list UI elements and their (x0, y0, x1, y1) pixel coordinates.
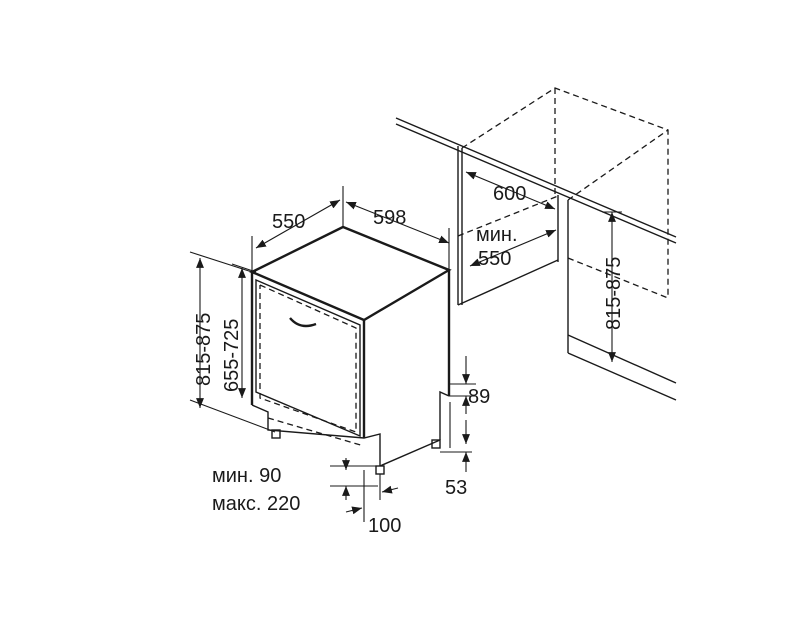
dim-niche-width: 600 (465, 171, 556, 210)
label-niche-depth-min: мин. (476, 224, 518, 246)
dim-width: 598 (345, 201, 450, 270)
label-height-total: 815-875 (193, 313, 215, 386)
kitchen-niche (395, 87, 677, 401)
door-handle (289, 317, 317, 328)
label-depth: 550 (272, 211, 305, 233)
foot-front-right (375, 465, 385, 475)
label-height-door: 655-725 (221, 319, 243, 392)
dim-plinth-89: 89 (449, 356, 490, 414)
label-niche-width: 600 (493, 183, 526, 205)
dim-plinth-range: мин. 90 макс. 220 (212, 458, 378, 515)
label-niche-height: 815-875 (603, 257, 625, 330)
dim-foot-53: 53 (440, 402, 472, 499)
dishwasher-body (249, 225, 452, 475)
foot-front-left (271, 429, 281, 439)
dim-height-door: 655-725 (221, 263, 257, 398)
dim-depth: 550 (251, 186, 344, 272)
label-plinth-max: макс. 220 (212, 493, 300, 515)
label-plinth-100: 100 (368, 515, 401, 537)
dim-niche-depth: мин. 550 (469, 224, 557, 270)
label-foot-53: 53 (445, 477, 467, 499)
label-width: 598 (373, 207, 406, 229)
dim-niche-height: 815-875 (602, 211, 625, 362)
foot-back-right (431, 439, 441, 449)
label-niche-depth: 550 (478, 248, 511, 270)
label-plinth-min: мин. 90 (212, 465, 281, 487)
label-plinth-89: 89 (468, 386, 490, 408)
dim-plinth-100: 100 (345, 470, 401, 537)
